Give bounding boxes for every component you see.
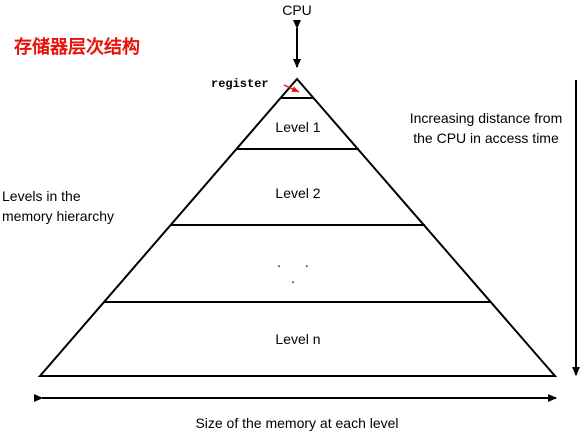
size-caption: Size of the memory at each level: [195, 415, 399, 431]
diagram-title: 存储器层次结构: [14, 37, 140, 58]
cpu-label: CPU: [282, 2, 312, 18]
pyramid-outline: [37, 77, 558, 377]
red-pointer-arrow-icon: [283, 84, 300, 93]
level-n-label: Level n: [275, 331, 321, 347]
distance-caption: Increasing distance from the CPU in acce…: [409, 110, 563, 146]
level-2-label: Level 2: [275, 185, 321, 201]
levels-caption: Levels in the memory hierarchy: [2, 188, 115, 224]
level-1-label: Level 1: [275, 119, 321, 135]
register-label: register: [211, 77, 269, 91]
ellipsis-label: . . .: [277, 254, 319, 286]
